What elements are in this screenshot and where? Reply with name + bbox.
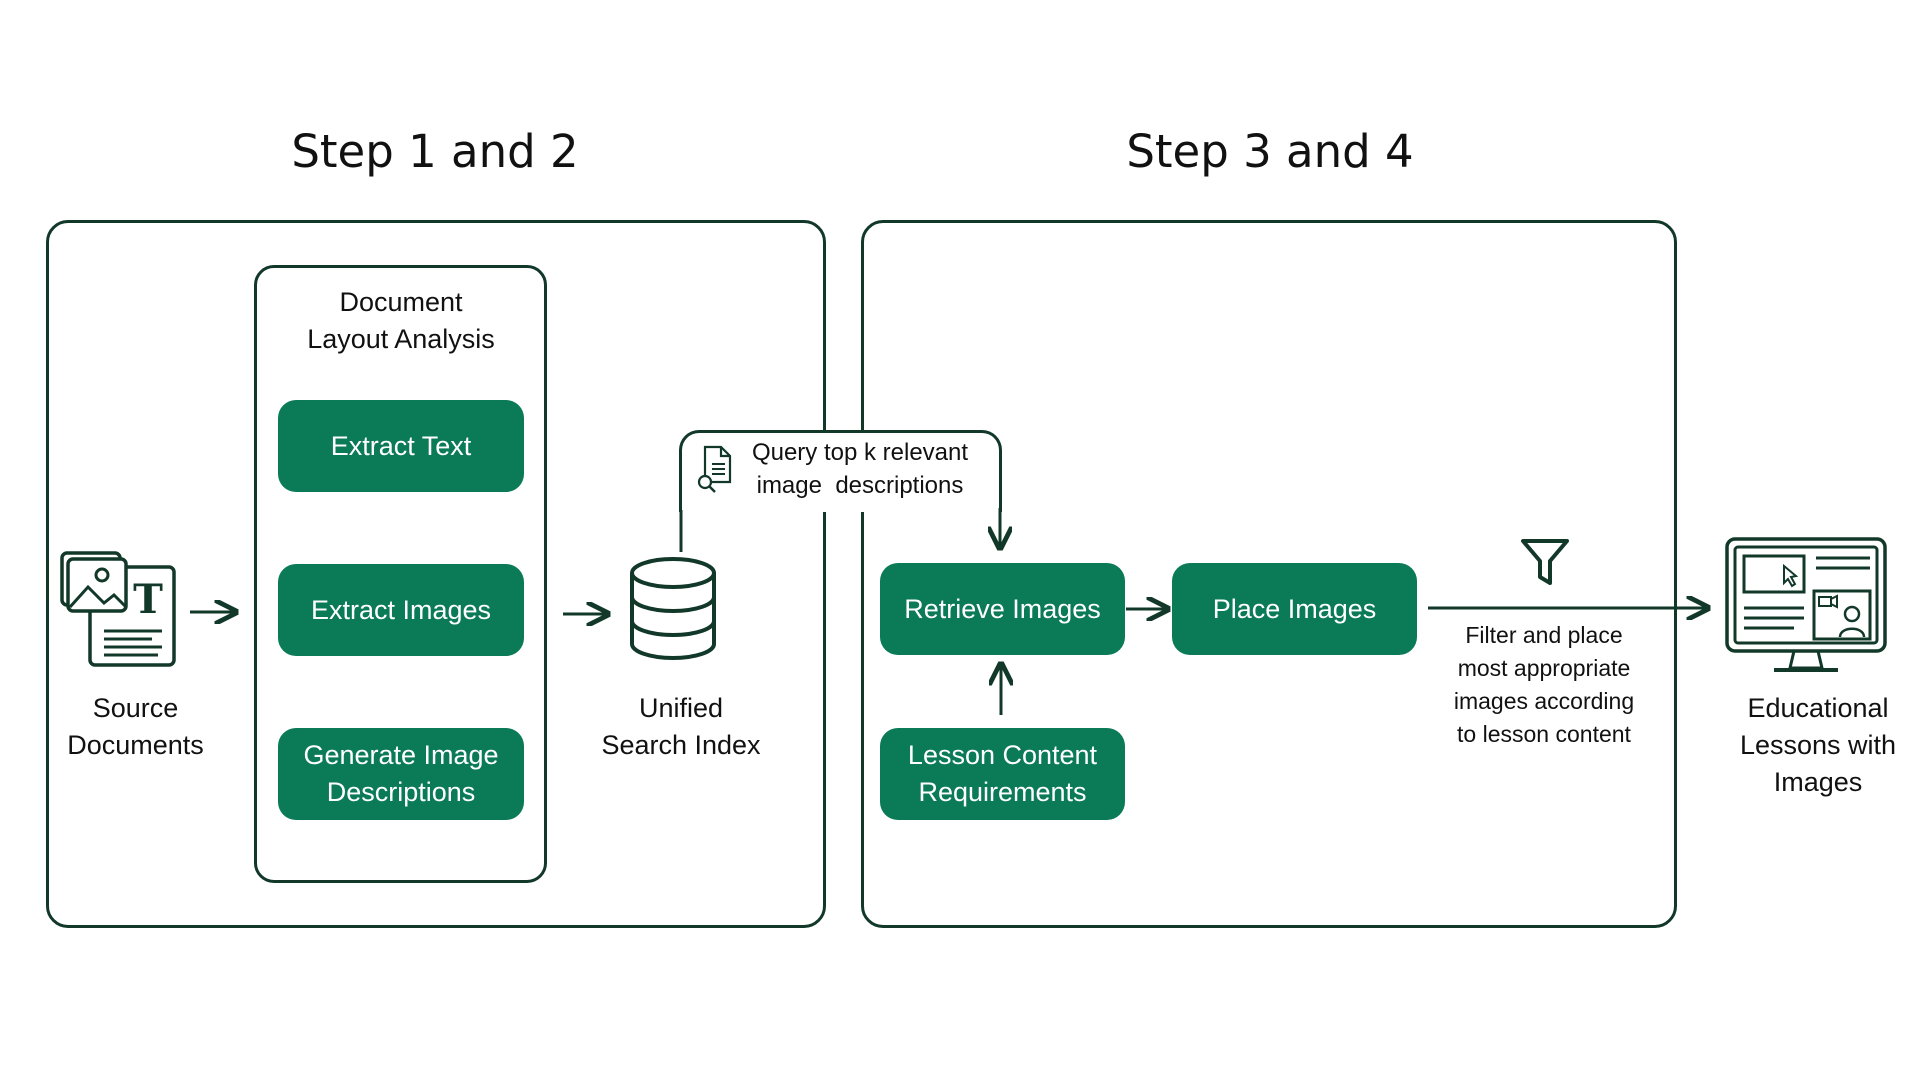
query-callout bbox=[679, 430, 1002, 512]
search-index-line2: Search Index bbox=[601, 730, 761, 760]
filter-line2: most appropriate bbox=[1457, 655, 1631, 681]
documents-icon: T bbox=[58, 551, 182, 669]
place-images-node: Place Images bbox=[1172, 563, 1417, 655]
lesson-line2: Requirements bbox=[918, 777, 1087, 807]
database-icon bbox=[628, 556, 718, 664]
retrieve-images-node: Retrieve Images bbox=[880, 563, 1125, 655]
query-line1: Query top k relevant bbox=[751, 439, 969, 466]
layout-analysis-title-line1: Document bbox=[339, 287, 463, 317]
filter-line4: to lesson content bbox=[1457, 721, 1631, 747]
layout-analysis-title: Document Layout Analysis bbox=[260, 284, 542, 358]
filter-funnel-icon bbox=[1520, 537, 1570, 589]
layout-analysis-title-line2: Layout Analysis bbox=[307, 324, 495, 354]
output-line1: Educational bbox=[1747, 693, 1889, 723]
filter-line3: images according bbox=[1453, 688, 1635, 714]
source-label-line2: Documents bbox=[67, 730, 204, 760]
search-index-line1: Unified bbox=[638, 693, 724, 723]
monitor-lesson-icon bbox=[1724, 536, 1888, 682]
source-label-line1: Source bbox=[92, 693, 179, 723]
output-label: Educational Lessons with Images bbox=[1718, 690, 1918, 801]
svg-text:T: T bbox=[133, 576, 163, 623]
layout-analysis-panel bbox=[254, 265, 547, 883]
filter-line1: Filter and place bbox=[1465, 622, 1623, 648]
query-text: Query top k relevant image descriptions bbox=[733, 436, 987, 502]
step-1-2-panel bbox=[46, 220, 826, 928]
generate-line2: Descriptions bbox=[326, 777, 476, 807]
document-search-icon bbox=[697, 444, 733, 494]
step-3-4-panel bbox=[861, 220, 1677, 928]
step-3-4-title: Step 3 and 4 bbox=[1126, 125, 1414, 178]
generate-line1: Generate Image bbox=[303, 740, 499, 770]
search-index-label: Unified Search Index bbox=[576, 690, 786, 764]
source-documents-label: Source Documents bbox=[48, 690, 223, 764]
output-line2: Lessons with bbox=[1739, 730, 1897, 760]
generate-descriptions-node: Generate Image Descriptions bbox=[278, 728, 524, 820]
extract-text-node: Extract Text bbox=[278, 400, 524, 492]
extract-images-node: Extract Images bbox=[278, 564, 524, 656]
lesson-requirements-node: Lesson Content Requirements bbox=[880, 728, 1125, 820]
filter-text: Filter and place most appropriate images… bbox=[1424, 619, 1664, 751]
query-line2: image descriptions bbox=[756, 472, 964, 499]
lesson-line1: Lesson Content bbox=[907, 740, 1098, 770]
output-line3: Images bbox=[1773, 767, 1863, 797]
step-1-2-title: Step 1 and 2 bbox=[291, 125, 579, 178]
